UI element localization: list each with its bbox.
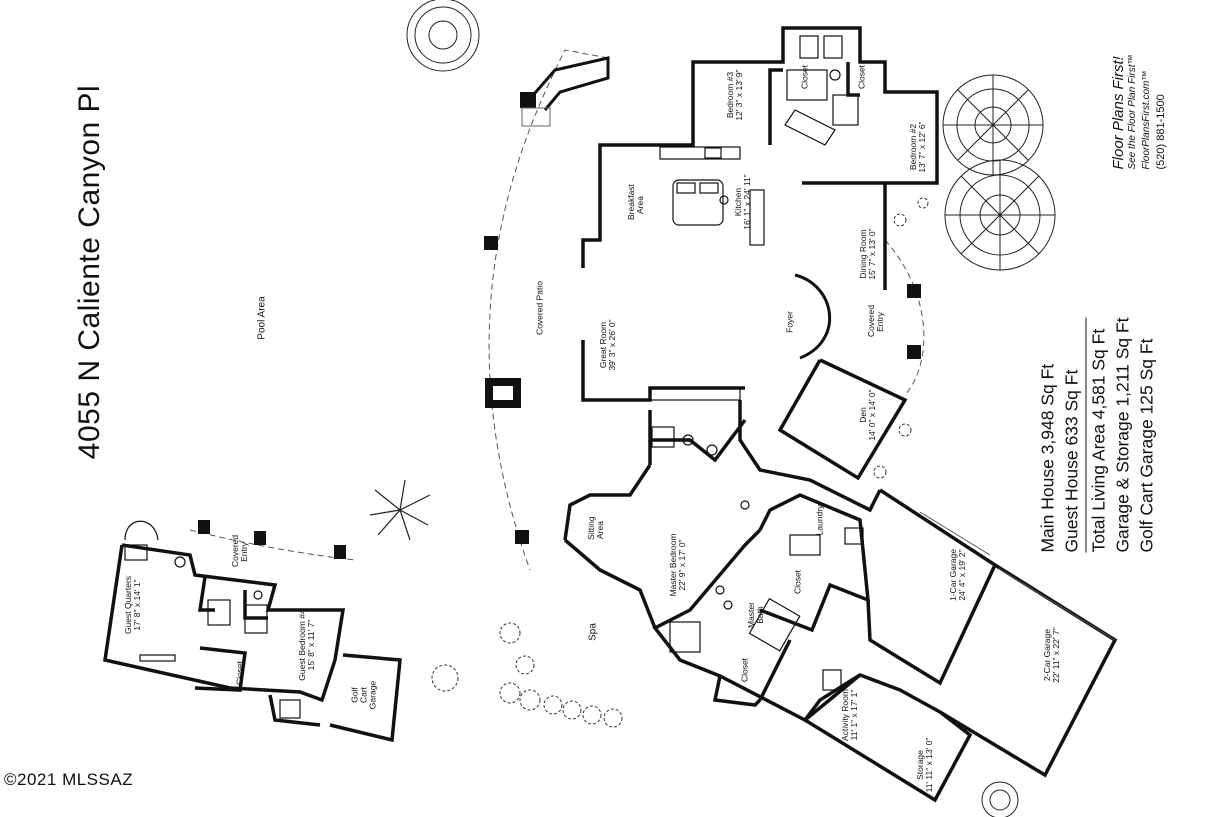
closet-label: Closet <box>739 657 750 683</box>
tree-icon <box>942 74 1044 176</box>
sitting-area-label: Sitting Area <box>586 516 605 540</box>
patio-bar <box>533 56 610 111</box>
laundry-label: Laundry <box>814 504 825 536</box>
brand-logo: Floor Plans First! <box>1110 56 1127 170</box>
golf-cart-garage-label: Golf Cart Garage <box>349 680 378 710</box>
guest-covered-entry-label: Covered Entry <box>230 534 249 567</box>
tree-icon <box>944 159 1056 271</box>
covered-entry-label: Covered Entry <box>866 304 885 337</box>
covered-patio-outline <box>488 49 609 571</box>
guest-closet-label: Closet <box>234 660 245 686</box>
guest-entry-outline <box>189 529 356 561</box>
spa-label: Spa <box>587 623 599 641</box>
property-address-title: 4055 N Caliente Canyon Pl <box>73 84 106 460</box>
golf-cart-sqft: Golf Cart Garage 125 Sq Ft <box>1136 338 1157 553</box>
kitchen-fixtures <box>649 146 765 401</box>
main-house-sqft: Main House 3,948 Sq Ft <box>1037 363 1058 553</box>
floorplansfirst-branding: Floor Plans First! See the Floor Plan Fi… <box>1110 54 1168 170</box>
garage-storage-sqft: Garage & Storage 1,211 Sq Ft <box>1112 317 1133 553</box>
guest-fixtures <box>124 520 301 719</box>
covered-entry-outline <box>884 239 925 396</box>
main-house-walls <box>563 26 1118 803</box>
brand-tagline: See the Floor Plan First™ <box>1127 54 1138 170</box>
square-footage-summary: Main House 3,948 Sq Ft Guest House 633 S… <box>1036 317 1159 553</box>
tree-icon <box>406 0 480 72</box>
covered-patio-label: Covered Patio <box>534 281 545 335</box>
foyer-walls <box>794 273 832 360</box>
tree-icon <box>981 781 1019 817</box>
master-bath-label: Master Bath <box>746 602 765 628</box>
guest-house-sqft: Guest House 633 Sq Ft <box>1061 369 1082 553</box>
guest-house-walls <box>103 543 402 743</box>
closet-label: Closet <box>792 569 803 595</box>
total-living-sqft: Total Living Area 4,581 Sq Ft <box>1088 328 1109 553</box>
pillar-markers <box>198 92 921 559</box>
bathroom-fixtures <box>651 35 864 691</box>
shrub-icon <box>431 197 929 728</box>
copyright-notice: ©2021 MLSSAZ <box>4 770 134 789</box>
pool-area-label: Pool Area <box>256 296 268 340</box>
closet-label: Closet <box>799 64 810 90</box>
foyer-label: Foyer <box>784 311 795 333</box>
garage-doors <box>919 511 1116 641</box>
brand-website: FloorPlansFirst.com™ <box>1141 70 1152 170</box>
brand-phone: (520) 881-1500 <box>1155 94 1167 170</box>
palm-tree-icon <box>369 479 431 541</box>
breakfast-area-label: Breakfast Area <box>626 184 645 220</box>
closet-label: Closet <box>856 64 867 90</box>
